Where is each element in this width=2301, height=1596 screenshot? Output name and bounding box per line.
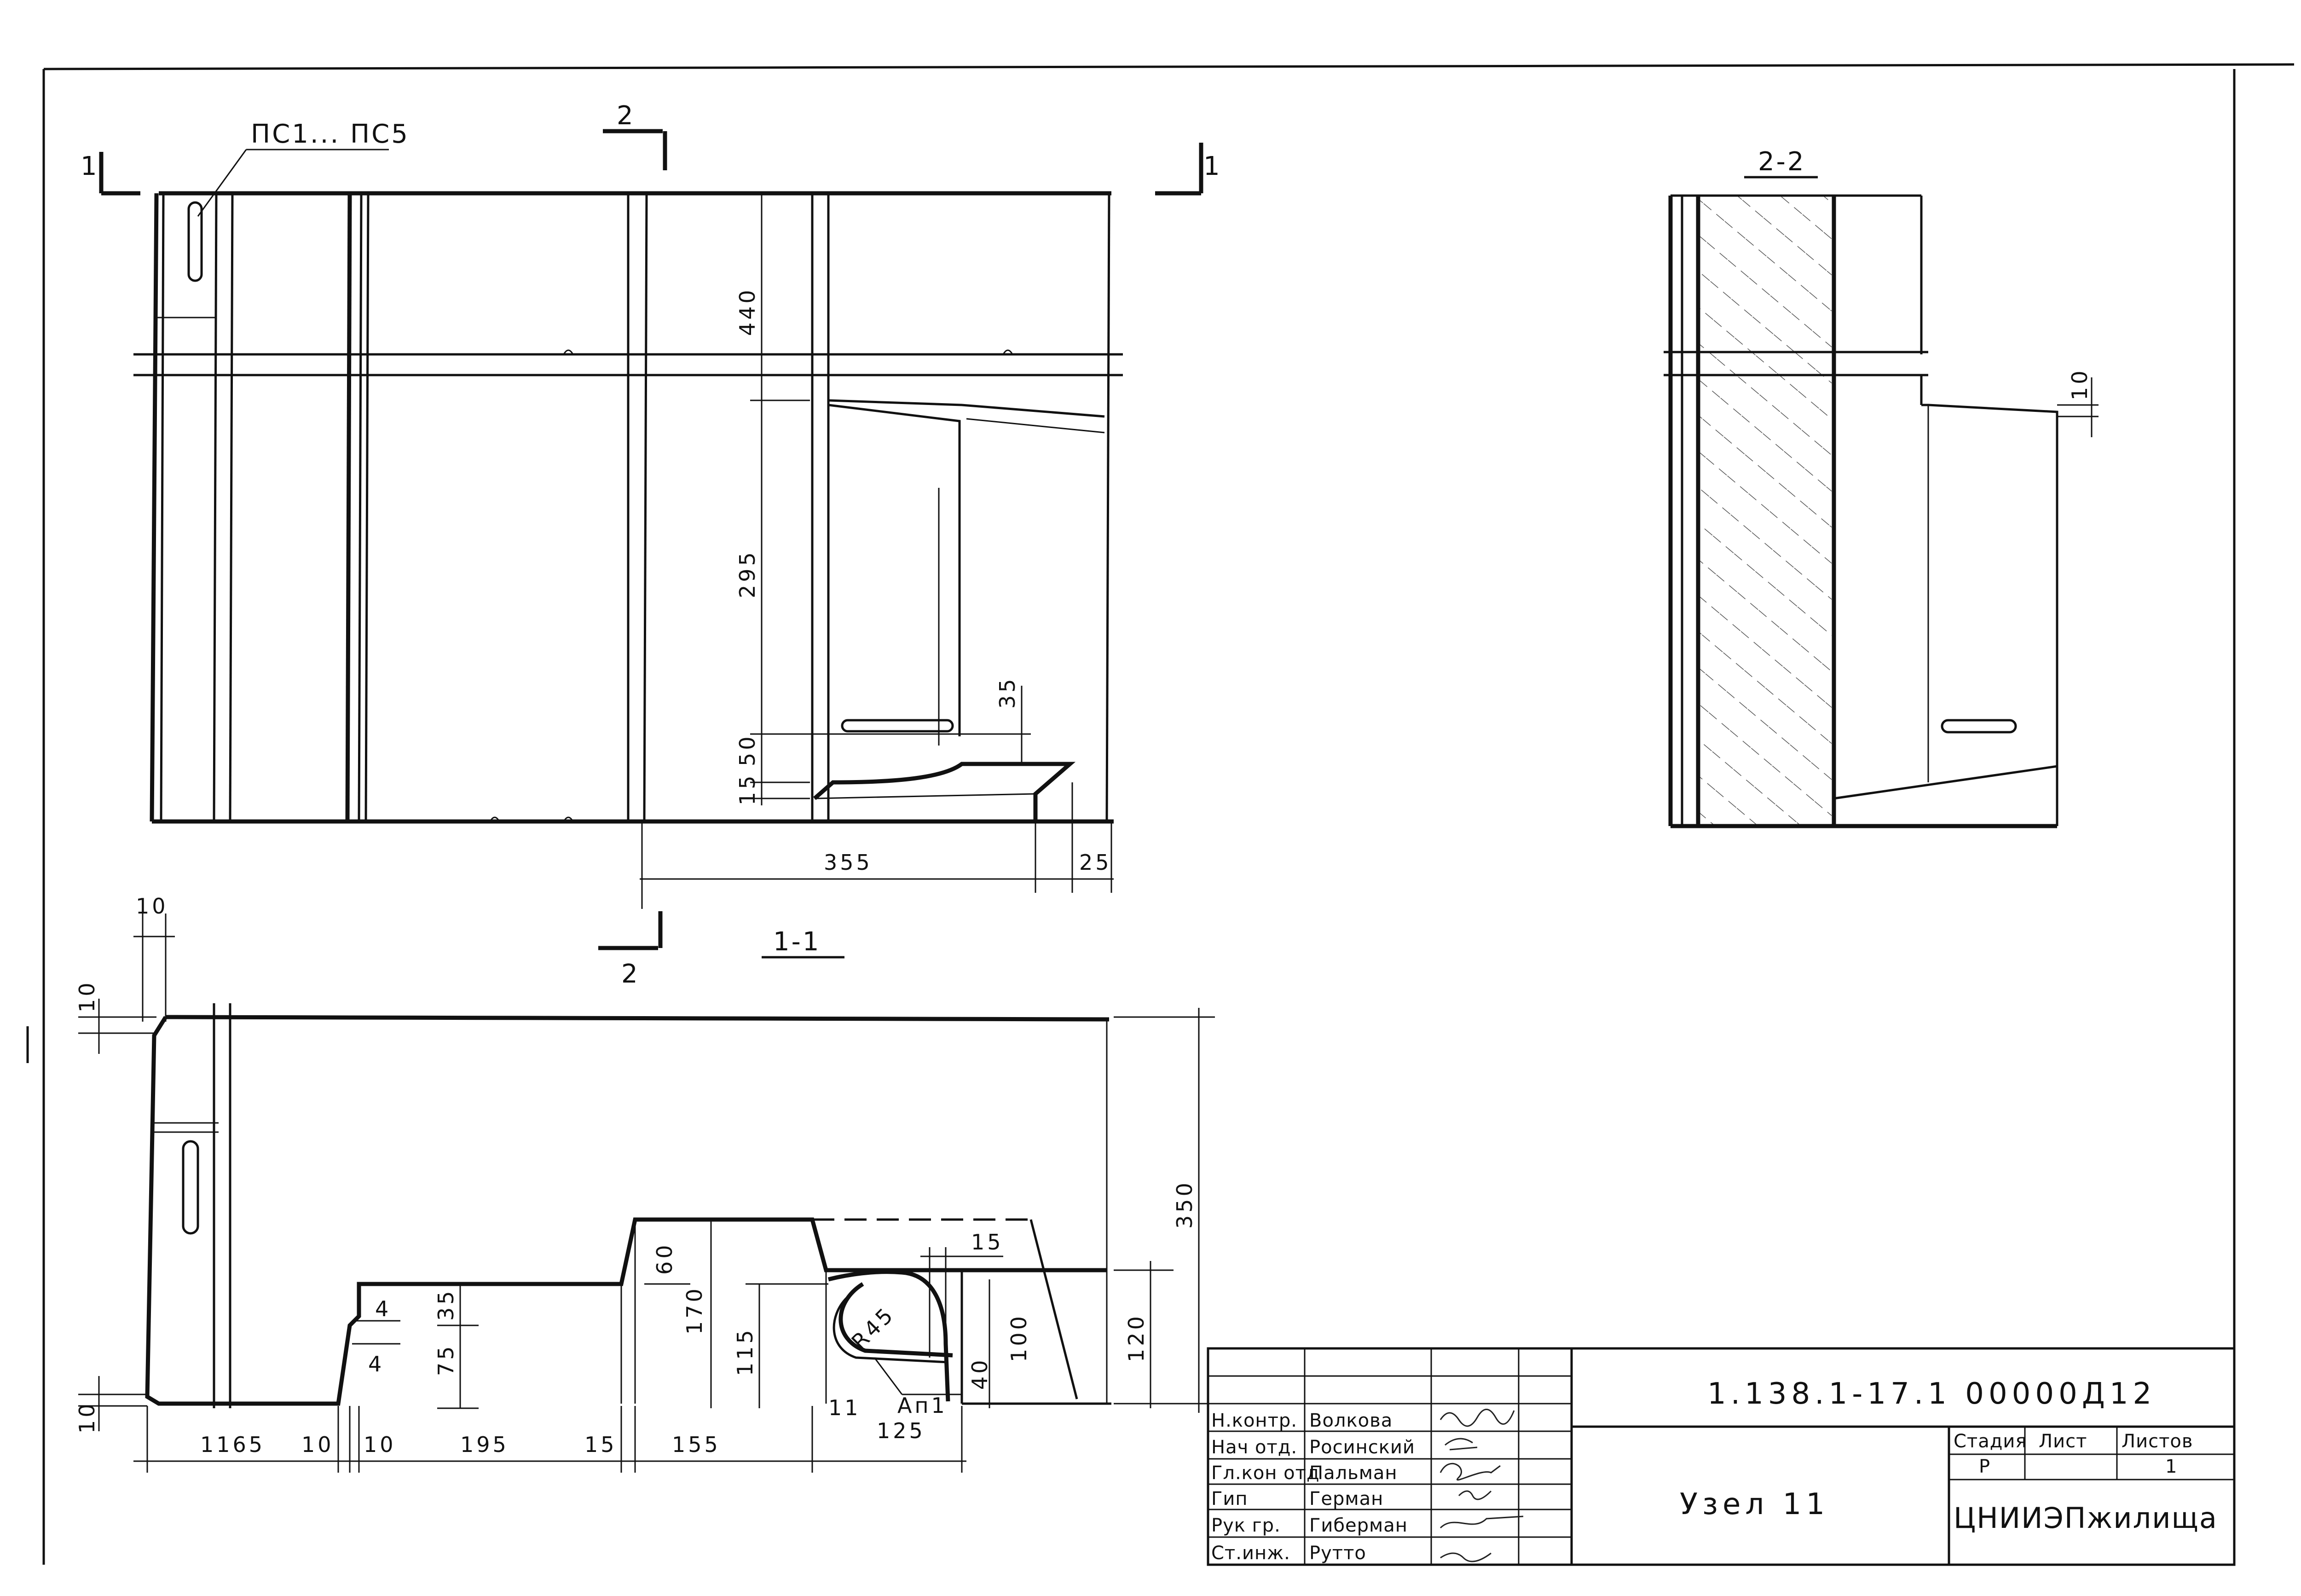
dim-10-left: 10 bbox=[75, 980, 99, 1012]
mark-label: ПС1... ПС5 bbox=[251, 119, 410, 149]
section-2-2-view: 2-2 10 bbox=[1664, 147, 2099, 828]
dim-25: 25 bbox=[1079, 850, 1112, 875]
dim-195: 195 bbox=[460, 1432, 509, 1457]
dim-15-small: 15 bbox=[971, 1230, 1004, 1255]
dim-15-bottom: 15 bbox=[584, 1432, 617, 1457]
signer-role-1: Н.контр. bbox=[1211, 1410, 1297, 1431]
signatures bbox=[1440, 1409, 1524, 1562]
organization: ЦНИИЭПжилища bbox=[1954, 1501, 2218, 1535]
dim-11: 11 bbox=[828, 1395, 861, 1420]
sheet-title: Узел 11 bbox=[1680, 1487, 1829, 1521]
dim-40: 40 bbox=[967, 1357, 992, 1390]
section-2-top-label: 2 bbox=[617, 101, 635, 131]
view-1-1-title: 1-1 bbox=[773, 927, 821, 957]
dim-2-2-10: 10 bbox=[2067, 368, 2092, 400]
signer-role-5: Рук гр. bbox=[1211, 1515, 1281, 1536]
view-2-2-title: 2-2 bbox=[1758, 147, 1805, 177]
signer-name-4: Герман bbox=[1309, 1488, 1383, 1509]
rebar-label: Ап1 bbox=[897, 1393, 948, 1418]
section-1-1-view: 1-1 bbox=[145, 927, 1111, 1408]
dim-10-a: 10 bbox=[301, 1432, 334, 1457]
sheet-frame bbox=[26, 63, 2295, 1565]
front-view bbox=[133, 191, 1123, 824]
dim-4-b: 4 bbox=[368, 1352, 384, 1376]
dim-440: 440 bbox=[735, 287, 760, 336]
signer-role-4: Гип bbox=[1211, 1488, 1248, 1509]
front-view-dimensions: 440 295 50 15 35 355 25 bbox=[640, 193, 1114, 909]
stage-header: Стадия bbox=[1954, 1431, 2027, 1452]
doc-code: 1.138.1-17.1 00000Д12 bbox=[1707, 1377, 2156, 1411]
section-2-bottom-label: 2 bbox=[621, 959, 640, 989]
dim-60: 60 bbox=[652, 1242, 677, 1275]
sheets-header: Листов bbox=[2122, 1431, 2193, 1452]
signer-name-1: Волкова bbox=[1309, 1410, 1393, 1431]
dim-125: 125 bbox=[877, 1418, 925, 1443]
dim-120: 120 bbox=[1124, 1313, 1149, 1362]
dim-170: 170 bbox=[682, 1286, 707, 1335]
section-markers-top: 1 1 2 2 ПС1... ПС5 bbox=[81, 101, 1222, 989]
dim-75: 75 bbox=[434, 1343, 458, 1376]
dim-35-top: 35 bbox=[995, 676, 1020, 709]
dim-10-bottom-left: 10 bbox=[75, 1401, 99, 1434]
section-1-1-dimensions: 1165 10 10 195 15 155 125 11 10 10 10 4 … bbox=[75, 894, 1215, 1473]
sheets-value: 1 bbox=[2165, 1456, 2177, 1477]
signer-name-2: Росинский bbox=[1309, 1437, 1415, 1458]
dim-355: 355 bbox=[824, 850, 873, 875]
dim-50: 50 bbox=[735, 734, 760, 766]
signer-role-6: Ст.инж. bbox=[1211, 1543, 1290, 1564]
dim-1165: 1165 bbox=[200, 1432, 265, 1457]
dim-35-bottom: 35 bbox=[434, 1288, 458, 1321]
signer-name-6: Рутто bbox=[1309, 1543, 1366, 1564]
signer-name-3: Пальман bbox=[1309, 1463, 1398, 1484]
dim-4-a: 4 bbox=[375, 1296, 391, 1321]
dim-100: 100 bbox=[1006, 1313, 1031, 1362]
title-block: 1.138.1-17.1 00000Д12 Узел 11 Стадия Лис… bbox=[1207, 1347, 2236, 1566]
dim-10-top-left: 10 bbox=[136, 894, 168, 919]
dim-115: 115 bbox=[733, 1327, 757, 1376]
sheet-header: Лист bbox=[2039, 1431, 2087, 1452]
signer-role-2: Нач отд. bbox=[1211, 1437, 1297, 1458]
dim-295: 295 bbox=[735, 549, 760, 598]
section-1-left-label: 1 bbox=[81, 151, 99, 181]
dim-155: 155 bbox=[672, 1432, 721, 1457]
signer-role-3: Гл.кон отд bbox=[1211, 1463, 1320, 1484]
stage-value: Р bbox=[1979, 1456, 1990, 1477]
signer-name-5: Гиберман bbox=[1309, 1515, 1408, 1536]
dim-350: 350 bbox=[1172, 1180, 1197, 1229]
section-1-right-label: 1 bbox=[1203, 151, 1222, 181]
dim-15-top: 15 bbox=[735, 773, 760, 805]
dim-10-b: 10 bbox=[364, 1432, 396, 1457]
